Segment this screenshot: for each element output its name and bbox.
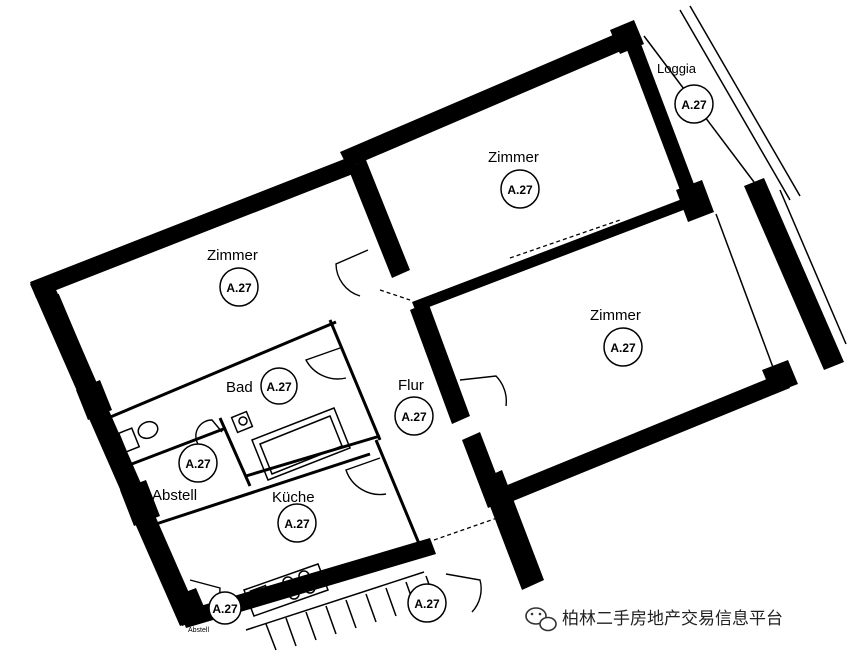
wall-abstell-top [115,426,227,472]
watermark-text: 柏林二手房地产交易信息平台 [562,609,783,629]
wall-left-block-2 [120,480,160,526]
bad-badge [260,367,298,405]
wall-flur-right-2 [462,432,506,508]
sink-icon [230,410,254,434]
wall-bad-bottom [245,434,381,478]
window-left-1b [57,293,97,385]
door-entry [445,573,482,613]
bad-code: A.27 [266,380,292,394]
window-loggia-3 [689,5,801,197]
door-bad [304,347,347,380]
vorraum-badge [208,591,242,625]
wall-between-zimmer [412,196,694,312]
bathtub-icon [251,407,351,481]
window-right-2 [779,189,847,345]
treppe-badge [407,583,447,623]
wall-top-left [30,156,358,298]
door-kueche [345,457,387,496]
abstell-code: A.27 [185,457,211,471]
window-right-1 [765,195,833,351]
staircase [245,571,437,651]
wall-right-lower [744,178,844,370]
wall-left-block-1 [76,380,112,420]
door-zimmer-left [335,249,369,297]
wall-center-upper [348,160,410,278]
zimmer-top-label: Zimmer [488,149,539,166]
kueche-badge [277,503,317,543]
window-left-1 [43,299,85,393]
door-abstell [195,419,223,445]
wall-kueche-top [155,452,371,526]
toilet-icon [117,420,159,453]
stove-icon [243,563,329,617]
zimmer-left-badge [219,267,259,307]
loggia-label: Loggia [657,61,697,76]
wall-bottom-right [500,372,790,504]
zimmer-right-code: A.27 [610,341,636,355]
treppe-code: A.27 [414,597,440,611]
wechat-icon [525,607,557,632]
bad-label: Bad [226,379,253,396]
window-loggia-2 [679,9,791,201]
dash-flur-2 [433,509,521,541]
abstell-label: Abstell [152,487,197,504]
wall-bad-top [107,320,337,420]
zimmer-left-code: A.27 [226,281,252,295]
vorraum-label: Abstell [188,627,209,634]
wall-right-top [624,36,700,206]
wall-top-center [340,32,628,168]
kueche-label: Küche [272,489,315,506]
watermark: 柏林二手房地产交易信息平台 [525,607,783,632]
zimmer-left-label: Zimmer [207,247,258,264]
zimmer-top-code: A.27 [507,183,533,197]
loggia-code: A.27 [681,98,707,112]
flur-label: Flur [398,377,424,394]
zimmer-right-label: Zimmer [590,307,641,324]
flur-code: A.27 [401,410,427,424]
door-flur-right [459,375,508,407]
vorraum-code: A.27 [212,602,238,616]
loggia-badge [674,84,714,124]
wall-kueche-right [374,439,422,547]
wall-block-mid-right [676,180,714,222]
abstell-badge [178,443,218,483]
zimmer-top-badge [500,169,540,209]
dash-top-zimmer [509,219,621,259]
dash-flur-1 [379,289,411,301]
wall-flur-left [328,319,382,441]
wall-left [30,276,200,626]
zimmer-right-badge [603,327,643,367]
window-right-3 [715,213,775,371]
kueche-code: A.27 [284,517,310,531]
flur-badge [394,396,434,436]
wall-flur-right [410,302,470,424]
